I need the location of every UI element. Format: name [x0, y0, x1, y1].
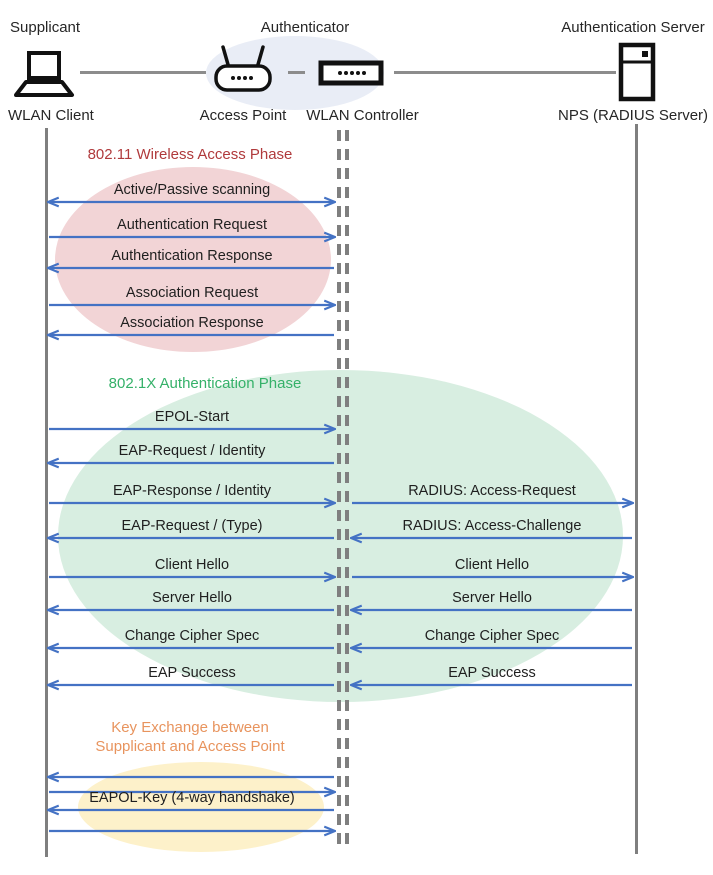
msg-eap-request-type: EAP-Request / (Type) — [121, 518, 263, 534]
label-nps-server: NPS (RADIUS Server) — [558, 107, 709, 124]
key-exchange-ellipse — [78, 762, 324, 852]
link-client-ap — [80, 71, 206, 74]
phase-title-keyx-1: Key Exchange between — [111, 719, 269, 736]
label-wlan-controller: WLAN Controller — [306, 107, 419, 124]
laptop-icon — [14, 51, 74, 97]
msg-radius-access-challenge: RADIUS: Access-Challenge — [402, 518, 582, 534]
msg-change-cipher-left: Change Cipher Spec — [124, 628, 260, 644]
phase-title-wireless: 802.11 Wireless Access Phase — [87, 146, 293, 163]
msg-client-hello-left: Client Hello — [154, 557, 230, 573]
msg-eapol-key: EAPOL-Key (4-way handshake) — [89, 790, 295, 806]
msg-server-hello-right: Server Hello — [452, 590, 532, 606]
msg-server-hello-left: Server Hello — [152, 590, 232, 606]
msg-assoc-response: Association Response — [120, 315, 264, 331]
msg-scanning: Active/Passive scanning — [113, 182, 271, 198]
server-icon — [618, 42, 656, 102]
role-supplicant: Supplicant — [10, 19, 81, 36]
role-authenticator: Authenticator — [260, 19, 350, 36]
msg-eap-request-identity: EAP-Request / Identity — [118, 443, 266, 459]
label-wlan-client: WLAN Client — [8, 107, 94, 124]
msg-epol-start: EPOL-Start — [154, 409, 230, 425]
lifeline-controller-dashed-1 — [337, 130, 341, 852]
role-auth-server: Authentication Server — [561, 19, 705, 36]
msg-eap-success-right: EAP Success — [448, 665, 536, 681]
msg-eap-success-left: EAP Success — [148, 665, 236, 681]
link-ap-controller — [288, 71, 305, 74]
lifeline-controller-dashed-2 — [345, 130, 349, 852]
msg-client-hello-right: Client Hello — [454, 557, 530, 573]
lifeline-client — [45, 128, 48, 857]
msg-change-cipher-right: Change Cipher Spec — [424, 628, 560, 644]
msg-radius-access-request: RADIUS: Access-Request — [408, 483, 576, 499]
lifeline-server — [635, 124, 638, 854]
msg-auth-request: Authentication Request — [117, 217, 267, 233]
msg-assoc-request: Association Request — [125, 285, 259, 301]
access-point-icon — [214, 45, 272, 92]
msg-auth-response: Authentication Response — [111, 248, 273, 264]
phase-title-dot1x: 802.1X Authentication Phase — [108, 375, 302, 392]
label-access-point: Access Point — [199, 107, 287, 124]
wlan-controller-icon — [318, 60, 384, 86]
msg-eap-response-identity: EAP-Response / Identity — [113, 483, 271, 499]
phase-title-keyx-2: Supplicant and Access Point — [95, 738, 285, 755]
link-controller-server — [394, 71, 616, 74]
